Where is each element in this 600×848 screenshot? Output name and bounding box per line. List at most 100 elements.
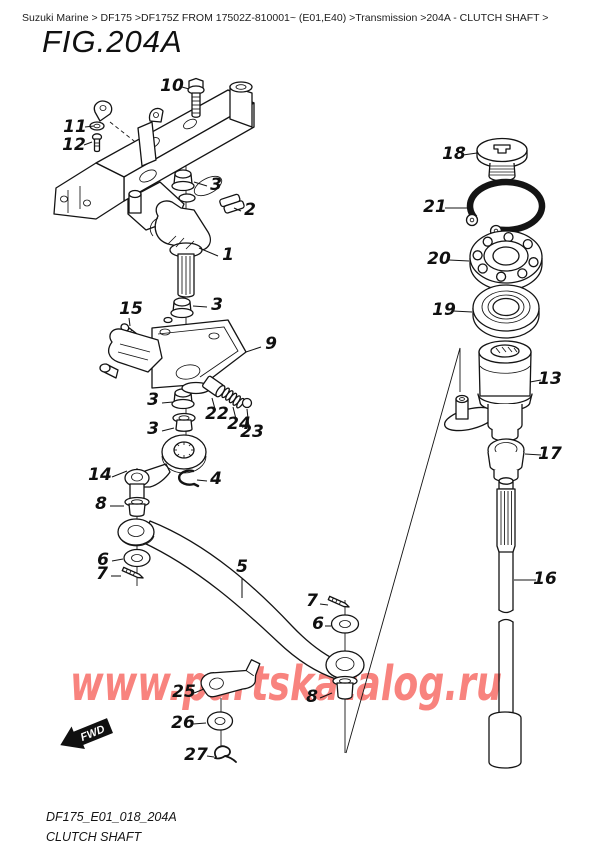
- callout-3: 3: [147, 390, 159, 410]
- part-14-arm: [124, 434, 207, 501]
- part-27-clip: [214, 745, 237, 763]
- mounting-bracket: [53, 81, 255, 231]
- callout-leader-3: [193, 181, 208, 187]
- callout-19: 19: [432, 300, 456, 320]
- callout-16: 16: [533, 569, 557, 589]
- callout-leader-13: [529, 379, 542, 383]
- part-10-bolt: [187, 77, 205, 118]
- callout-3: 3: [210, 175, 222, 195]
- part-3-bushing-c: [171, 388, 195, 410]
- callout-leader-9: [245, 346, 262, 353]
- part-20-bearing: [469, 230, 543, 291]
- callout-leader-1: [198, 247, 219, 257]
- callout-2: 2: [244, 200, 256, 220]
- clutch-engagement-projection-line: [345, 347, 461, 754]
- callout-8: 8: [306, 687, 318, 707]
- part-13-clutch-shaft: [444, 340, 533, 442]
- callout-leader-20: [448, 259, 470, 262]
- callout-leader-14: [111, 470, 128, 478]
- callout-7: 7: [306, 591, 318, 611]
- callout-leader-6: [111, 558, 124, 562]
- part-3-bushing-a: [171, 169, 195, 192]
- part-6-washer-b: [330, 614, 360, 634]
- callout-15: 15: [119, 299, 143, 319]
- callout-leader-11: [84, 125, 95, 128]
- callout-3: 3: [211, 295, 223, 315]
- callout-5: 5: [236, 557, 248, 577]
- callout-leader-27: [206, 755, 215, 758]
- callout-leader-12: [83, 141, 93, 146]
- callout-23: 23: [240, 422, 264, 442]
- callout-9: 9: [265, 334, 277, 354]
- callout-leader-3: [161, 427, 175, 432]
- part-3-bushing-d: [172, 412, 196, 432]
- callout-7: 7: [96, 564, 108, 584]
- part-8-bushing-a: [124, 496, 150, 517]
- callout-leader-24: [232, 406, 237, 420]
- watermark-text: www.partskatalog.ru: [70, 656, 502, 712]
- callout-leader-2: [233, 207, 242, 212]
- callout-leader-7: [319, 603, 329, 606]
- callout-20: 20: [427, 249, 451, 269]
- part-21-circlip: [465, 178, 546, 238]
- part-9-bracket: [99, 316, 247, 395]
- callout-leader-18: [462, 152, 478, 156]
- part-8-bushing-b: [332, 675, 358, 700]
- callout-leader-15: [128, 317, 131, 327]
- callout-leader-17: [524, 453, 542, 456]
- callout-leader-26: [192, 722, 207, 725]
- part-25-bracket: [200, 659, 261, 698]
- part-19-oil-seal: [472, 284, 540, 339]
- callout-leader-25: [193, 688, 205, 694]
- callout-11: 11: [63, 117, 87, 137]
- callout-leader-3: [161, 401, 174, 404]
- callout-21: 21: [423, 197, 447, 217]
- part-26-washer: [206, 711, 234, 731]
- callout-25: 25: [172, 682, 196, 702]
- callout-27: 27: [184, 745, 208, 765]
- figure-title: FIG.204A: [42, 24, 183, 59]
- callout-24: 24: [227, 414, 251, 434]
- part-2-clip: [219, 193, 245, 214]
- callout-leader-23: [246, 408, 250, 429]
- part-24-spring: [221, 387, 245, 409]
- callout-18: 18: [442, 144, 466, 164]
- part-6-washer-a: [123, 548, 151, 568]
- part-18-plug: [476, 137, 528, 182]
- callout-6: 6: [97, 550, 109, 570]
- callout-leader-3: [192, 305, 208, 308]
- part-3-bushing-b: [170, 297, 194, 319]
- callout-leader-8: [319, 692, 333, 699]
- callout-22: 22: [205, 404, 229, 424]
- callout-leader-10: [181, 86, 190, 90]
- callout-3: 3: [147, 419, 159, 439]
- callout-8: 8: [95, 494, 107, 514]
- fwd-arrow: FWD: [60, 718, 113, 750]
- part-17-bushing: [487, 438, 525, 483]
- part-16-shift-rod: [488, 477, 522, 769]
- callout-26: 26: [171, 713, 195, 733]
- callout-13: 13: [538, 369, 562, 389]
- part-23-ball: [241, 397, 253, 409]
- part-12-screw: [91, 133, 103, 153]
- callout-12: 12: [62, 135, 86, 155]
- callout-4: 4: [209, 469, 222, 489]
- part-4-circlip: [177, 469, 200, 488]
- callout-leader-4: [196, 479, 208, 482]
- callout-1: 1: [222, 245, 234, 265]
- callout-14: 14: [88, 465, 112, 485]
- callout-6: 6: [312, 614, 324, 634]
- part-5-shift-lever: [117, 518, 365, 680]
- assembly-dash-line: [109, 121, 149, 153]
- breadcrumb: Suzuki Marine > DF175 >DF175Z FROM 17502…: [22, 12, 548, 24]
- part-7-pin-a: [121, 566, 144, 579]
- callout-leader-19: [452, 310, 473, 313]
- footer-code: DF175_E01_018_204A: [46, 810, 177, 824]
- part-22-sleeve: [202, 375, 226, 398]
- part-1-clutch-arm: [149, 193, 211, 298]
- callout-10: 10: [160, 76, 184, 96]
- footer-caption: CLUTCH SHAFT: [46, 830, 143, 844]
- callout-17: 17: [538, 444, 562, 464]
